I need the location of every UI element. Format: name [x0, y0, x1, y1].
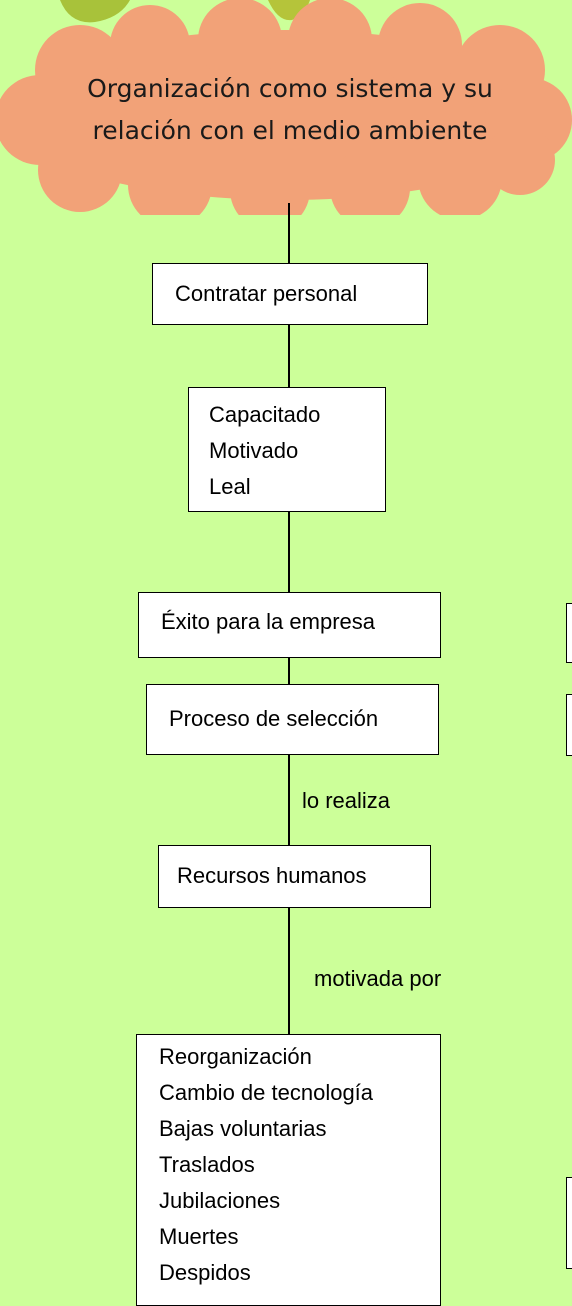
connector-contratar-cualidades — [288, 325, 290, 387]
lo-realiza-label: lo realiza — [302, 788, 391, 813]
offscreen-box-edge — [566, 1177, 572, 1269]
exito-label: Éxito para la empresa — [161, 609, 375, 634]
cualidades-box: Capacitado Motivado Leal — [188, 387, 386, 512]
contratar-label: Contratar personal — [175, 281, 358, 306]
diagram-title: Organización como sistema y su relación … — [40, 68, 540, 152]
offscreen-box-edge — [566, 603, 572, 663]
connector-recursos-causas — [288, 908, 290, 1034]
offscreen-box-edge — [566, 694, 572, 756]
cualidad-item: Capacitado — [209, 402, 321, 427]
connector-proceso-recursos — [288, 755, 290, 845]
contratar-personal-box: Contratar personal — [152, 263, 428, 325]
title-line-2: relación con el medio ambiente — [92, 116, 488, 145]
proceso-seleccion-box: Proceso de selección — [146, 684, 439, 755]
causa-item: Jubilaciones — [159, 1188, 281, 1213]
proceso-label: Proceso de selección — [169, 706, 379, 731]
connector-cualidades-exito — [288, 512, 290, 592]
causa-item: Muertes — [159, 1224, 239, 1249]
recursos-label: Recursos humanos — [177, 863, 367, 888]
causa-item: Reorganización — [159, 1044, 312, 1069]
recursos-humanos-box: Recursos humanos — [158, 845, 431, 908]
motivada-por-label: motivada por — [314, 966, 442, 991]
causa-item: Bajas voluntarias — [159, 1116, 327, 1141]
causa-item: Cambio de tecnología — [159, 1080, 374, 1105]
connector-exito-proceso — [288, 658, 290, 684]
connector-title-contratar — [288, 203, 290, 263]
causa-item: Traslados — [159, 1152, 255, 1177]
title-cloud — [0, 0, 572, 215]
title-line-1: Organización como sistema y su — [87, 74, 493, 103]
exito-box: Éxito para la empresa — [138, 592, 441, 658]
cualidad-item: Motivado — [209, 438, 299, 463]
causas-box: Reorganización Cambio de tecnología Baja… — [136, 1034, 441, 1306]
cualidad-item: Leal — [209, 474, 251, 499]
causa-item: Despidos — [159, 1260, 251, 1285]
